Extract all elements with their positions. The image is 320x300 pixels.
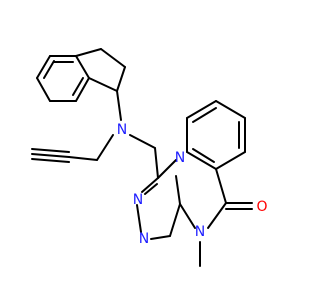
indane-benzene-ring	[36, 55, 90, 102]
methyl-nitrogen-label: N	[195, 224, 205, 240]
methylene-linker	[129, 134, 159, 179]
bond-indane-to-amine	[116, 90, 122, 121]
molecule-structure: N N N N	[31, 48, 268, 267]
triazole-ring	[136, 159, 181, 240]
indane-cyclopentane-ring	[75, 48, 126, 92]
fused-nitrogen-label: N	[175, 150, 185, 166]
amine-nitrogen-label: N	[117, 122, 127, 138]
quinazolinone-benzene-ring	[186, 100, 246, 170]
propargyl-group	[31, 134, 114, 163]
carbonyl-oxygen-label: O	[256, 199, 267, 215]
carbonyl-group	[225, 202, 253, 210]
triazole-nitrogen-a-label: N	[133, 192, 143, 208]
triazole-nitrogen-b-label: N	[139, 231, 149, 247]
pyrimidinone-ring	[179, 168, 227, 229]
